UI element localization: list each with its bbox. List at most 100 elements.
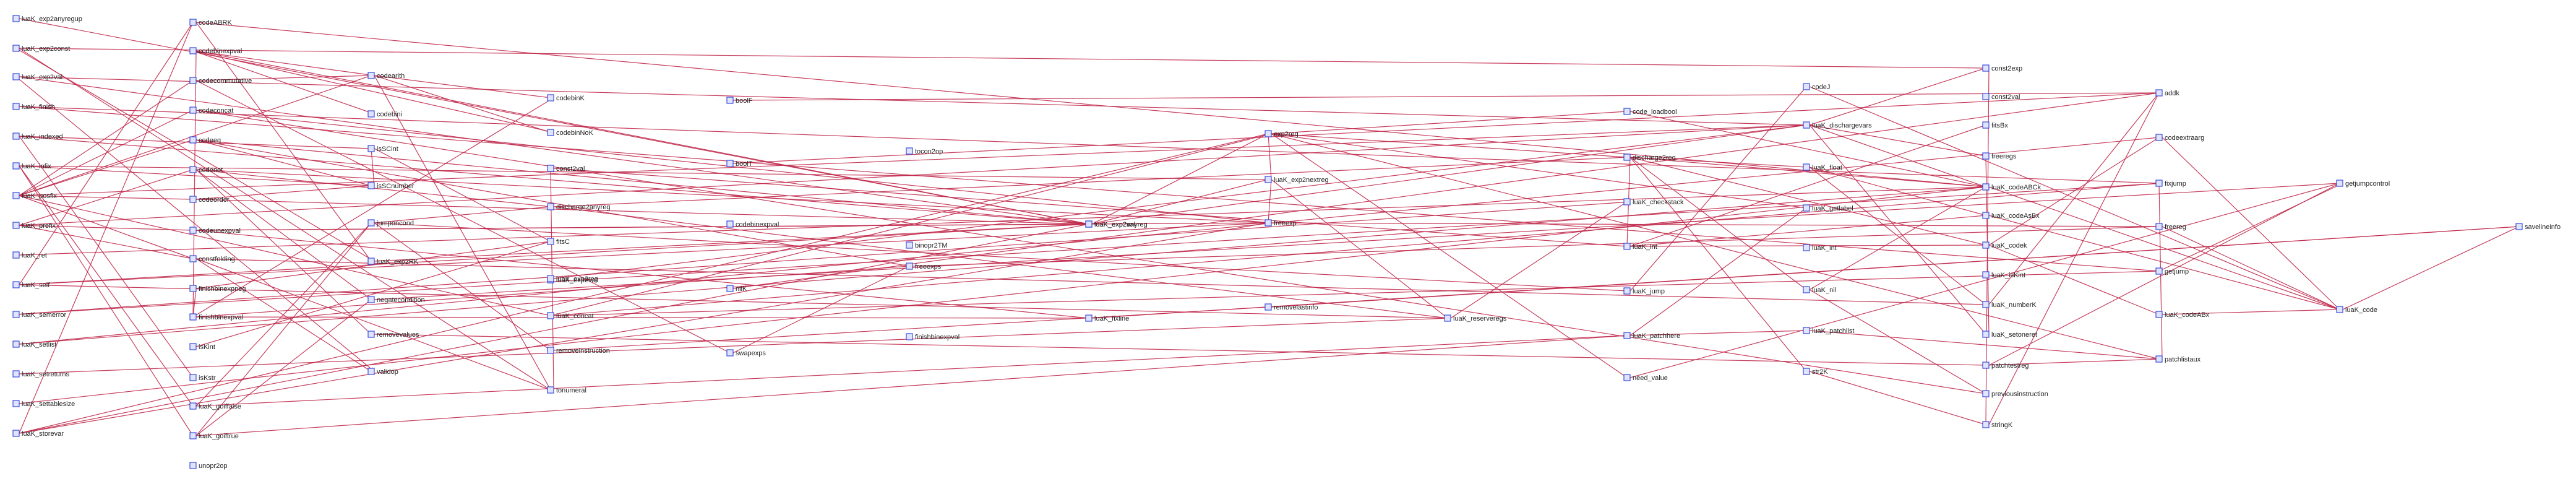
node-luaK_ret[interactable]: luaK_ret	[12, 251, 47, 259]
node-luaK_isKint[interactable]: luaK_isKint	[1982, 271, 2025, 279]
node-removevalues[interactable]: removevalues	[367, 331, 419, 339]
node-luaK_exp2reg[interactable]: luaK_exp2reg	[547, 275, 598, 283]
node-finishbinexpneg[interactable]: finishbinexpneg	[189, 285, 246, 293]
node-codebini[interactable]: codebini	[367, 110, 402, 118]
node-luaK_exp2nextreg[interactable]: luaK_exp2nextreg	[1264, 176, 1329, 184]
node-finishbinexpval[interactable]: finishbinexpval	[189, 313, 243, 321]
node-nilK[interactable]: nilK	[726, 285, 747, 293]
node-negatecondition[interactable]: negatecondition	[367, 296, 425, 304]
node-codeABRK[interactable]: codeABRK	[189, 19, 232, 27]
node-freeexp[interactable]: freeexp	[1264, 219, 1297, 227]
node-luaK_exp2val[interactable]: luaK_exp2val	[12, 73, 62, 81]
node-luaK_concat[interactable]: luaK_concat	[547, 312, 594, 320]
node-patchlistaux[interactable]: patchlistaux	[2155, 355, 2201, 363]
node-luaK_patchhere[interactable]: luaK_patchhere	[1623, 332, 1680, 340]
node-luaK_exp2RK[interactable]: luaK_exp2RK	[367, 257, 419, 266]
node-luaK_self[interactable]: luaK_self	[12, 281, 50, 289]
node-codeeq[interactable]: codeeq	[189, 136, 221, 144]
node-codebinexpval[interactable]: codebinexpval	[189, 47, 242, 55]
node-luaK_finish[interactable]: luaK_finish	[12, 103, 55, 111]
node-validop[interactable]: validop	[367, 368, 398, 376]
node-codeJ[interactable]: codeJ	[1803, 83, 1830, 91]
node-codeunexpval[interactable]: codeunexpval	[189, 227, 241, 235]
node-luaK_codeAsBx[interactable]: luaK_codeAsBx	[1982, 212, 2040, 220]
node-constfolding[interactable]: constfolding	[189, 255, 235, 263]
node-luaK_infix[interactable]: luaK_infix	[12, 162, 51, 170]
node-boolF[interactable]: boolF	[726, 97, 753, 105]
node-luaK_indexed[interactable]: luaK_indexed	[12, 132, 63, 141]
node-luaK_float[interactable]: luaK_float	[1803, 163, 1842, 171]
node-savelineinfo[interactable]: savelineinfo	[2515, 223, 2561, 231]
node-freeexps[interactable]: freeexps	[906, 262, 942, 270]
node-luaK_settablesize[interactable]: luaK_settablesize	[12, 400, 75, 408]
node-luaK_exp2anyreg[interactable]: luaK_exp2anyreg	[1085, 220, 1148, 228]
node-luaK_code[interactable]: luaK_code	[2336, 306, 2377, 314]
node-discharge2reg[interactable]: discharge2reg	[1623, 154, 1676, 162]
node-luaK_fixline[interactable]: luaK_fixline	[1085, 314, 1129, 322]
node-luaK_jump[interactable]: luaK_jump	[1623, 287, 1665, 295]
node-codebinK[interactable]: codebinK	[547, 94, 585, 102]
node-getjump[interactable]: getjump	[2155, 267, 2189, 275]
node-luaK_semerror[interactable]: luaK_semerror	[12, 311, 66, 319]
node-luaK_exp2anyregup[interactable]: luaK_exp2anyregup	[12, 15, 82, 23]
node-exp2reg[interactable]: exp2reg	[1264, 130, 1299, 138]
node-finishbinexpval2[interactable]: finishbinexpval	[906, 333, 960, 341]
node-codeextraarg[interactable]: codeextraarg	[2155, 134, 2204, 142]
node-codearith[interactable]: codearith	[367, 72, 405, 80]
node-luaK_checkstack[interactable]: luaK_checkstack	[1623, 198, 1684, 206]
node-luaK_patchlist[interactable]: luaK_patchlist	[1803, 327, 1855, 335]
node-codeconcat[interactable]: codeconcat	[189, 106, 233, 115]
node-const2exp[interactable]: const2exp	[1982, 64, 2022, 72]
node-freereg[interactable]: freereg	[2155, 223, 2186, 231]
node-luaK_getlabel[interactable]: luaK_getlabel	[1803, 204, 1853, 212]
node-unopr2op[interactable]: unopr2op	[189, 462, 228, 470]
node-codebinexpval2[interactable]: codebinexpval	[726, 220, 779, 228]
node-codecommutative[interactable]: codecommutative	[189, 77, 252, 85]
node-luaK_goiftrue[interactable]: luaK_goiftrue	[189, 432, 239, 440]
node-luaK_storevar[interactable]: luaK_storevar	[12, 430, 64, 438]
node-swapexps[interactable]: swapexps	[726, 349, 766, 357]
node-luaK_nil[interactable]: luaK_nil	[1803, 286, 1836, 294]
node-luaK_setlist[interactable]: luaK_setlist	[12, 340, 56, 348]
node-addk[interactable]: addk	[2155, 89, 2179, 97]
node-luaK_posfix[interactable]: luaK_posfix	[12, 192, 57, 200]
node-freeregs[interactable]: freeregs	[1982, 152, 2017, 160]
node-need_value[interactable]: need_value	[1623, 374, 1668, 382]
node-const2val[interactable]: const2val	[547, 165, 585, 173]
node-isSCint[interactable]: isSCint	[367, 145, 398, 153]
node-tocon2op[interactable]: tocon2op	[906, 147, 943, 155]
node-codebinNoK[interactable]: codebinNoK	[547, 129, 594, 137]
node-fitsBx[interactable]: fitsBx	[1982, 121, 2008, 129]
node-previousinstruction[interactable]: previousinstruction	[1982, 390, 2048, 398]
node-str2K[interactable]: str2K	[1803, 368, 1828, 376]
node-codeorder[interactable]: codeorder	[189, 196, 230, 204]
node-luaK_prefix[interactable]: luaK_prefix	[12, 222, 56, 230]
node-patchtestreg[interactable]: patchtestreg	[1982, 361, 2029, 370]
node-luaK_codeABCk[interactable]: luaK_codeABCk	[1982, 183, 2041, 191]
node-isKint[interactable]: isKint	[189, 343, 215, 351]
node-code_loadbool[interactable]: code_loadbool	[1623, 108, 1677, 116]
node-fitsC[interactable]: fitsC	[547, 238, 570, 246]
node-isSCnumber[interactable]: isSCnumber	[367, 182, 414, 190]
node-stringK[interactable]: stringK	[1982, 421, 2013, 429]
node-luaK_setoneret[interactable]: luaK_setoneret	[1982, 331, 2037, 339]
node-const2val2[interactable]: const2val	[1982, 93, 2020, 101]
node-boolT[interactable]: boolT	[726, 160, 753, 168]
node-codenot[interactable]: codenot	[189, 166, 223, 174]
node-luaK_int2[interactable]: luaK_int	[1803, 244, 1837, 252]
node-binopr2TM[interactable]: binopr2TM	[906, 241, 948, 249]
node-isKstr[interactable]: isKstr	[189, 374, 216, 382]
node-luaK_dischargevars[interactable]: luaK_dischargevars	[1803, 121, 1872, 129]
node-luaK_numberK[interactable]: luaK_numberK	[1982, 301, 2037, 309]
node-luaK_reserveregs[interactable]: luaK_reserveregs	[1444, 314, 1507, 322]
node-luaK_goiffalse[interactable]: luaK_goiffalse	[189, 402, 241, 410]
node-jumponcond[interactable]: jumponcond	[367, 219, 414, 227]
node-luaK_codeABx[interactable]: luaK_codeABx	[2155, 311, 2210, 319]
node-luaK_setreturns[interactable]: luaK_setreturns	[12, 370, 70, 378]
node-luaK_exp2const[interactable]: luaK_exp2const	[12, 45, 70, 53]
node-fixjump[interactable]: fixjump	[2155, 180, 2186, 188]
node-luaK_int[interactable]: luaK_int	[1623, 243, 1657, 251]
node-luaK_codek[interactable]: luaK_codek	[1982, 241, 2027, 249]
node-discharge2anyreg[interactable]: discharge2anyreg	[547, 203, 610, 211]
node-removeinstruction[interactable]: removeinstruction	[547, 347, 610, 355]
